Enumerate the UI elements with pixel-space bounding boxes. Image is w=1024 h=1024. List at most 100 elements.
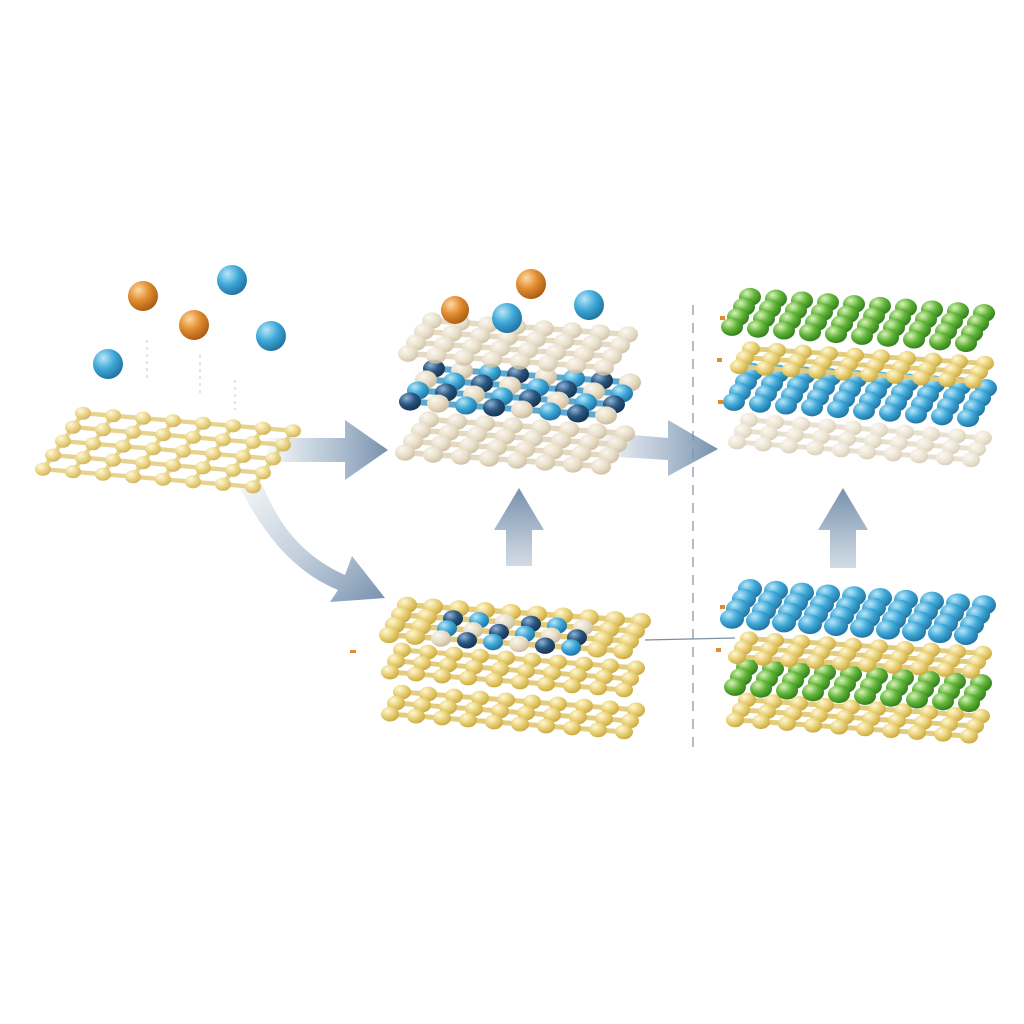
gold-base-sheet-atom bbox=[726, 712, 744, 728]
gold-substrate-sheet-atom bbox=[65, 465, 81, 479]
gold-base-sheet-atom bbox=[934, 726, 952, 742]
gold-middle-sheet-atom bbox=[471, 648, 489, 664]
gold-substrate-sheet-atom bbox=[185, 430, 201, 444]
stage-intercalation-stack bbox=[395, 269, 641, 475]
green-sheet bbox=[724, 657, 992, 713]
gold-middle-sheet-atom bbox=[433, 668, 451, 684]
gold-sheet-atom bbox=[780, 652, 798, 668]
beige-base-sheet-atom bbox=[910, 448, 928, 464]
gold-bottom-sheet-atom bbox=[627, 702, 645, 718]
gold-bottom-sheet-atom bbox=[433, 710, 451, 726]
gold-substrate-sheet-atom bbox=[225, 463, 241, 477]
gold-substrate-sheet-atom bbox=[235, 449, 251, 463]
gold-middle-sheet-atom bbox=[491, 661, 509, 677]
blue-sheet-atom bbox=[827, 400, 849, 419]
gold-sheet-atom bbox=[962, 663, 980, 679]
gold-bottom-sheet-atom bbox=[445, 688, 463, 704]
gold-middle-sheet-atom bbox=[563, 678, 581, 694]
gold-mixed-top-sheet-atom bbox=[587, 641, 607, 658]
blue-precursor-atom bbox=[93, 349, 123, 379]
green-sheet-atom bbox=[854, 686, 876, 705]
blue-precursor-atom bbox=[256, 321, 286, 351]
gold-sheet-atom bbox=[964, 373, 982, 389]
green-sheet-atom bbox=[958, 694, 980, 713]
gold-sheet-atom bbox=[938, 372, 956, 388]
gold-bottom-sheet-atom bbox=[511, 716, 529, 732]
gold-substrate-sheet-atom bbox=[105, 453, 121, 467]
mixed-blue-sheet-atom bbox=[539, 402, 561, 421]
gold-middle-sheet-atom bbox=[445, 646, 463, 662]
orange-fleck bbox=[717, 358, 722, 362]
gold-substrate-sheet-atom bbox=[95, 467, 111, 481]
stage-green-top-heterostructure bbox=[717, 287, 997, 468]
gold-middle-sheet-atom bbox=[381, 664, 399, 680]
blue-top-sheet-atom bbox=[902, 621, 926, 642]
gold-middle-sheet-atom bbox=[459, 670, 477, 686]
blue-precursor-atom bbox=[574, 290, 604, 320]
gold-middle-sheet-atom bbox=[523, 652, 541, 668]
gold-mixed-top-sheet-atom bbox=[379, 626, 399, 644]
gold-bottom-sheet-atom bbox=[387, 695, 405, 711]
gold-bottom-sheet-atom bbox=[523, 694, 541, 710]
gold-substrate-sheet bbox=[35, 406, 301, 494]
gold-bottom-sheet-atom bbox=[549, 696, 567, 712]
beige-base-sheet-atom bbox=[968, 441, 986, 457]
beige-base-sheet-atom bbox=[780, 438, 798, 454]
gold-mixed-top-sheet bbox=[379, 596, 651, 660]
gold-sheet-atom bbox=[754, 650, 772, 666]
mixed-blue-sheet-atom bbox=[455, 396, 477, 415]
blue-top-sheet-atom bbox=[772, 612, 796, 633]
blue-precursor-atom bbox=[217, 265, 247, 295]
gold-base-sheet-atom bbox=[856, 721, 874, 737]
gold-bottom-sheet-atom bbox=[465, 701, 483, 717]
gold-sheet bbox=[728, 631, 992, 679]
blue-sheet-atom bbox=[775, 396, 797, 415]
gold-bottom-sheet-atom bbox=[543, 707, 561, 723]
gold-middle-sheet-atom bbox=[589, 680, 607, 696]
gold-bottom-sheet-atom bbox=[393, 684, 411, 700]
beige-base-sheet-atom bbox=[832, 442, 850, 458]
gold-substrate-sheet-atom bbox=[75, 406, 91, 420]
gold-middle-sheet-atom bbox=[465, 659, 483, 675]
connector-line bbox=[644, 637, 736, 641]
beige-base-sheet-atom bbox=[936, 450, 954, 466]
gold-substrate-sheet-atom bbox=[125, 470, 141, 484]
orange-precursor-atom bbox=[516, 269, 546, 299]
green-top-sheet-atom bbox=[721, 317, 743, 336]
gold-sheet-atom bbox=[860, 367, 878, 383]
gold-bottom-sheet-atom bbox=[615, 724, 633, 740]
arrow-blue-top-up bbox=[818, 488, 868, 568]
gold-middle-sheet-atom bbox=[595, 669, 613, 685]
beige-base-sheet-atom bbox=[760, 425, 778, 441]
gold-base-sheet-atom bbox=[830, 719, 848, 735]
gold-sheet-atom bbox=[936, 662, 954, 678]
gold-base-sheet-atom bbox=[882, 723, 900, 739]
beige-bottom-sheet-atom bbox=[591, 458, 611, 475]
beige-base-sheet-atom bbox=[942, 439, 960, 455]
arrow-substrate-to-stack bbox=[268, 420, 388, 480]
beige-base-sheet-atom bbox=[792, 416, 810, 432]
gold-bottom-sheet-atom bbox=[485, 714, 503, 730]
stage-substrate-with-precursors bbox=[35, 265, 301, 494]
beige-base-sheet-atom bbox=[844, 420, 862, 436]
beige-base-sheet-atom bbox=[962, 452, 980, 468]
blue-top-sheet-atom bbox=[850, 618, 874, 638]
orange-fleck bbox=[350, 650, 356, 653]
green-top-sheet-atom bbox=[877, 328, 899, 347]
gold-sheet-atom bbox=[806, 654, 824, 669]
gold-substrate-sheet-atom bbox=[195, 416, 211, 430]
beige-top-sheet-atom bbox=[454, 349, 474, 366]
gold-substrate-sheet-atom bbox=[245, 480, 261, 494]
gold-middle-sheet-atom bbox=[407, 666, 425, 682]
gold-mixed-top-sheet-atom bbox=[457, 632, 477, 649]
arrow-stack-to-heterostructure bbox=[600, 420, 718, 476]
blue-sheet-atom bbox=[931, 407, 953, 426]
gold-bottom-sheet-atom bbox=[595, 711, 613, 727]
gold-sheet-atom bbox=[910, 660, 928, 676]
orange-fleck bbox=[718, 400, 723, 404]
beige-base-sheet-atom bbox=[870, 422, 888, 438]
beige-bottom-sheet-atom bbox=[535, 454, 555, 471]
gold-middle-sheet-atom bbox=[543, 665, 561, 681]
gold-sheet-atom bbox=[858, 657, 876, 673]
beige-top-sheet bbox=[398, 312, 638, 376]
